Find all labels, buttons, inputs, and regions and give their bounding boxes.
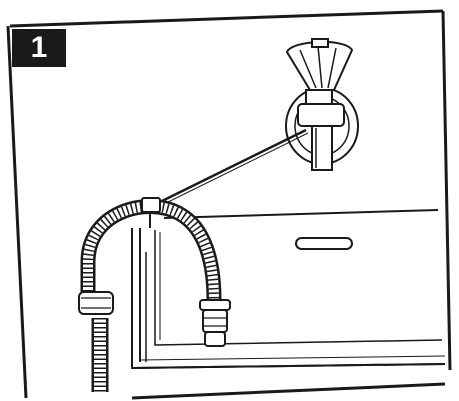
- sink-tub-icon: [131, 209, 446, 370]
- tap-icon: [285, 38, 359, 171]
- tie-cord: [157, 128, 309, 207]
- step-number-badge: 1: [12, 29, 66, 67]
- drain-hose-icon: [78, 197, 231, 392]
- panel-frame: [6, 9, 452, 400]
